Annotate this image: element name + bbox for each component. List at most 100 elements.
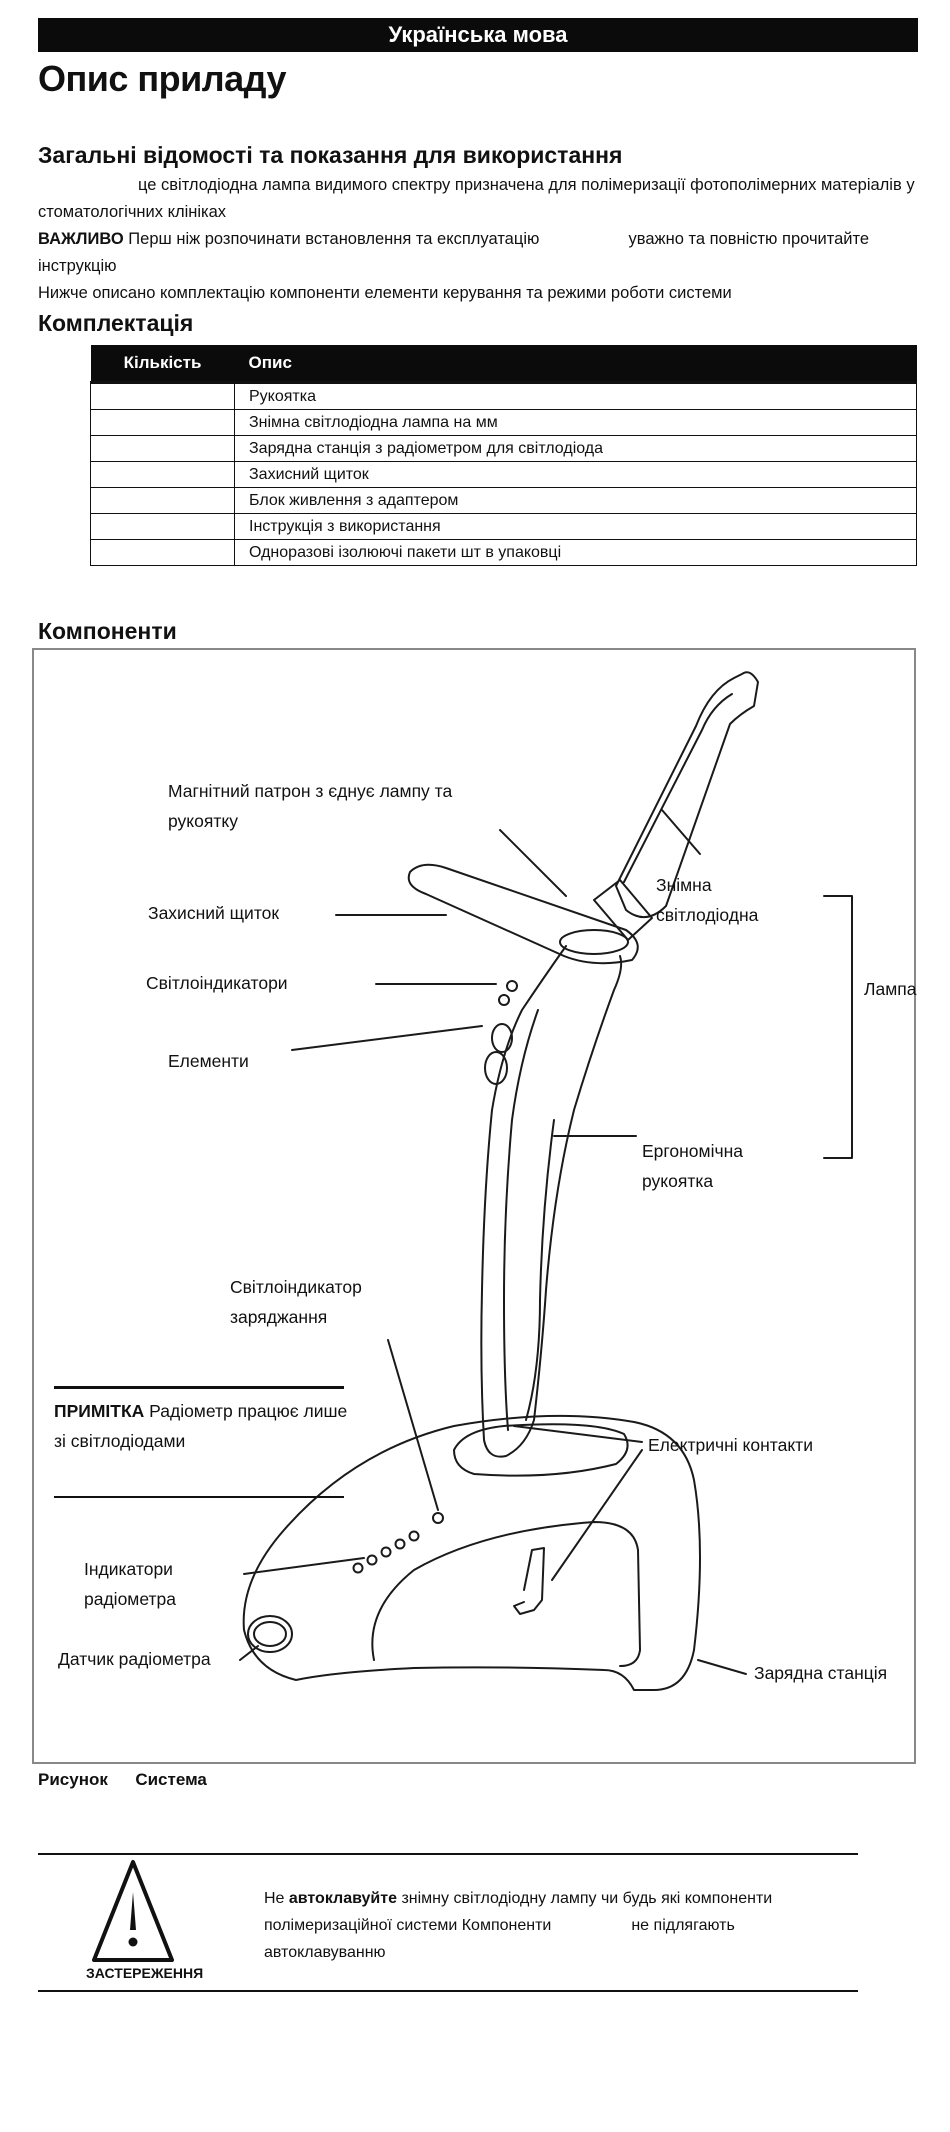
label-radiometer-sensor: Датчик радіометра — [58, 1649, 211, 1669]
label-removable-lamp: Знімна світлодіодна — [656, 870, 758, 930]
radiometer-sensor — [253, 1621, 287, 1647]
label-radiometer-ind-line-2: радіометра — [84, 1589, 176, 1609]
table-row: Рукоятка — [90, 381, 917, 410]
warning-rule-top — [38, 1853, 858, 1855]
protective-shield — [407, 863, 639, 965]
note-label: ПРИМІТКА — [54, 1401, 145, 1421]
note-line-1: ПРИМІТКА Радіометр працює лише — [54, 1396, 364, 1426]
handpiece-grip — [525, 1119, 555, 1421]
kit-qty — [90, 539, 235, 566]
label-protective-shield: Захисний щиток — [148, 903, 280, 923]
figure-caption: Рисунок Система — [38, 1770, 207, 1790]
label-removable-line-1: Знімна — [656, 875, 712, 895]
kit-column-qty: Кількість — [90, 345, 235, 383]
control-button — [484, 1051, 508, 1085]
handpiece-body — [480, 945, 623, 1458]
label-light-indicators: Світлоіндикатори — [146, 973, 288, 993]
kit-desc: Рукоятка — [234, 381, 917, 410]
kit-qty — [90, 487, 235, 514]
handpiece-inner — [503, 1009, 539, 1431]
kit-qty — [90, 513, 235, 540]
figure-caption-label: Рисунок — [38, 1770, 108, 1789]
kit-qty — [90, 435, 235, 462]
general-line-1: це світлодіодна лампа видимого спектру п… — [138, 176, 915, 194]
lamp-tip-inner — [623, 693, 733, 883]
warning-line-3: автоклавуванню — [264, 1944, 386, 1961]
control-button — [491, 1023, 513, 1053]
label-charge-line-1: Світлоіндикатор — [230, 1277, 362, 1297]
page-title: Опис приладу — [38, 58, 286, 99]
table-row: Одноразові ізолюючі пакети шт в упаковці — [90, 539, 917, 566]
kit-heading: Комплектація — [38, 310, 194, 336]
kit-table-header: Кількість Опис — [90, 345, 917, 383]
general-text: це світлодіодна лампа видимого спектру п… — [38, 172, 918, 307]
kit-desc: Захисний щиток — [234, 461, 917, 488]
note-text-2: зі світлодіодами — [54, 1431, 186, 1451]
charge-indicator-light — [432, 1512, 444, 1524]
warning-line-1: Не автоклавуйте знімну світлодіодну ламп… — [264, 1885, 824, 1912]
table-row: Зарядна станція з радіометром для світло… — [90, 435, 917, 462]
radiometer-indicators — [352, 1530, 420, 1574]
system-figure: Магнітний патрон з єднує лампу та рукоят… — [32, 648, 916, 1764]
label-lamp: Лампа — [864, 979, 917, 999]
label-charging-station: Зарядна станція — [754, 1663, 888, 1683]
indicator-dot — [506, 980, 518, 992]
label-ergonomic-line-2: рукоятка — [642, 1171, 714, 1191]
kit-table: Кількість Опис Рукоятка Знімна світлодіо… — [90, 345, 917, 566]
label-electrical-contacts: Електричні контакти — [648, 1435, 813, 1455]
system-illustration — [239, 671, 853, 1691]
important-label: ВАЖЛИВО — [38, 230, 124, 248]
label-control-elements: Елементи — [168, 1051, 249, 1071]
label-magnetic-line-1: Магнітний патрон з єднує лампу та — [168, 781, 453, 801]
language-bar: Українська мова — [38, 18, 918, 52]
label-charge-indicator: Світлоіндикатор заряджання — [230, 1272, 362, 1332]
label-removable-line-2: світлодіодна — [656, 905, 759, 925]
station-front-window — [371, 1521, 641, 1667]
note-rule-top — [54, 1386, 344, 1389]
station-cradle — [453, 1423, 629, 1477]
table-row: Захисний щиток — [90, 461, 917, 488]
kit-desc: Інструкція з використання — [234, 513, 917, 540]
indicator-dot — [498, 994, 510, 1006]
general-line-4: Нижче описано комплектацію компоненти ел… — [38, 284, 732, 302]
warning-caption: ЗАСТЕРЕЖЕННЯ — [86, 1965, 204, 1981]
warning-text-2b: не підлягають — [631, 1917, 735, 1934]
table-row: Блок живлення з адаптером — [90, 487, 917, 514]
kit-qty — [90, 381, 235, 410]
language-bar-label: Українська мова — [388, 22, 568, 47]
label-radiometer-indicators: Індикатори радіометра — [84, 1554, 176, 1614]
warning-text: Не автоклавуйте знімну світлодіодну ламп… — [264, 1885, 824, 1966]
kit-qty — [90, 461, 235, 488]
kit-desc: Блок живлення з адаптером — [234, 487, 917, 514]
charging-station — [242, 1414, 701, 1691]
note-rule-bottom — [54, 1496, 344, 1498]
electrical-contacts — [513, 1547, 545, 1615]
kit-desc: Одноразові ізолюючі пакети шт в упаковці — [234, 539, 917, 566]
table-row: Знімна світлодіодна лампа на мм — [90, 409, 917, 436]
warning-text-1: знімну світлодіодну лампу чи будь які ко… — [397, 1890, 773, 1907]
important-text-a: Перш ніж розпочинати встановлення та екс… — [128, 230, 540, 248]
label-ergonomic-line-1: Ергономічна — [642, 1141, 743, 1161]
kit-qty — [90, 409, 235, 436]
general-heading: Загальні відомості та показання для вико… — [38, 142, 623, 168]
warning-line-2: полімеризаційної системи Компоненти не пі… — [264, 1912, 824, 1939]
label-ergonomic-handpiece: Ергономічна рукоятка — [642, 1136, 743, 1196]
figure-caption-title: Система — [135, 1770, 207, 1789]
components-heading: Компоненти — [38, 618, 177, 644]
important-text-b: уважно та повністю прочитайте інструкцію — [38, 230, 870, 275]
radiometer-note: ПРИМІТКА Радіометр працює лише зі світло… — [54, 1396, 364, 1456]
warning-bold: автоклавуйте — [288, 1890, 397, 1907]
warning-prefix: Не — [264, 1890, 289, 1907]
note-text-1: Радіометр працює лише — [149, 1401, 348, 1421]
warning-rule-bottom — [38, 1990, 858, 1992]
lamp-tip — [615, 671, 759, 918]
table-row: Інструкція з використання — [90, 513, 917, 540]
warning-text-2a: полімеризаційної системи Компоненти — [264, 1917, 552, 1934]
kit-column-desc: Опис — [234, 345, 917, 383]
shield-opening — [559, 929, 629, 955]
kit-desc: Зарядна станція з радіометром для світло… — [234, 435, 917, 462]
label-charge-line-2: заряджання — [230, 1307, 328, 1327]
label-magnetic-line-2: рукоятку — [168, 811, 238, 831]
warning-triangle-icon — [92, 1860, 174, 1962]
general-line-2: стоматологічних клініках — [38, 203, 227, 221]
